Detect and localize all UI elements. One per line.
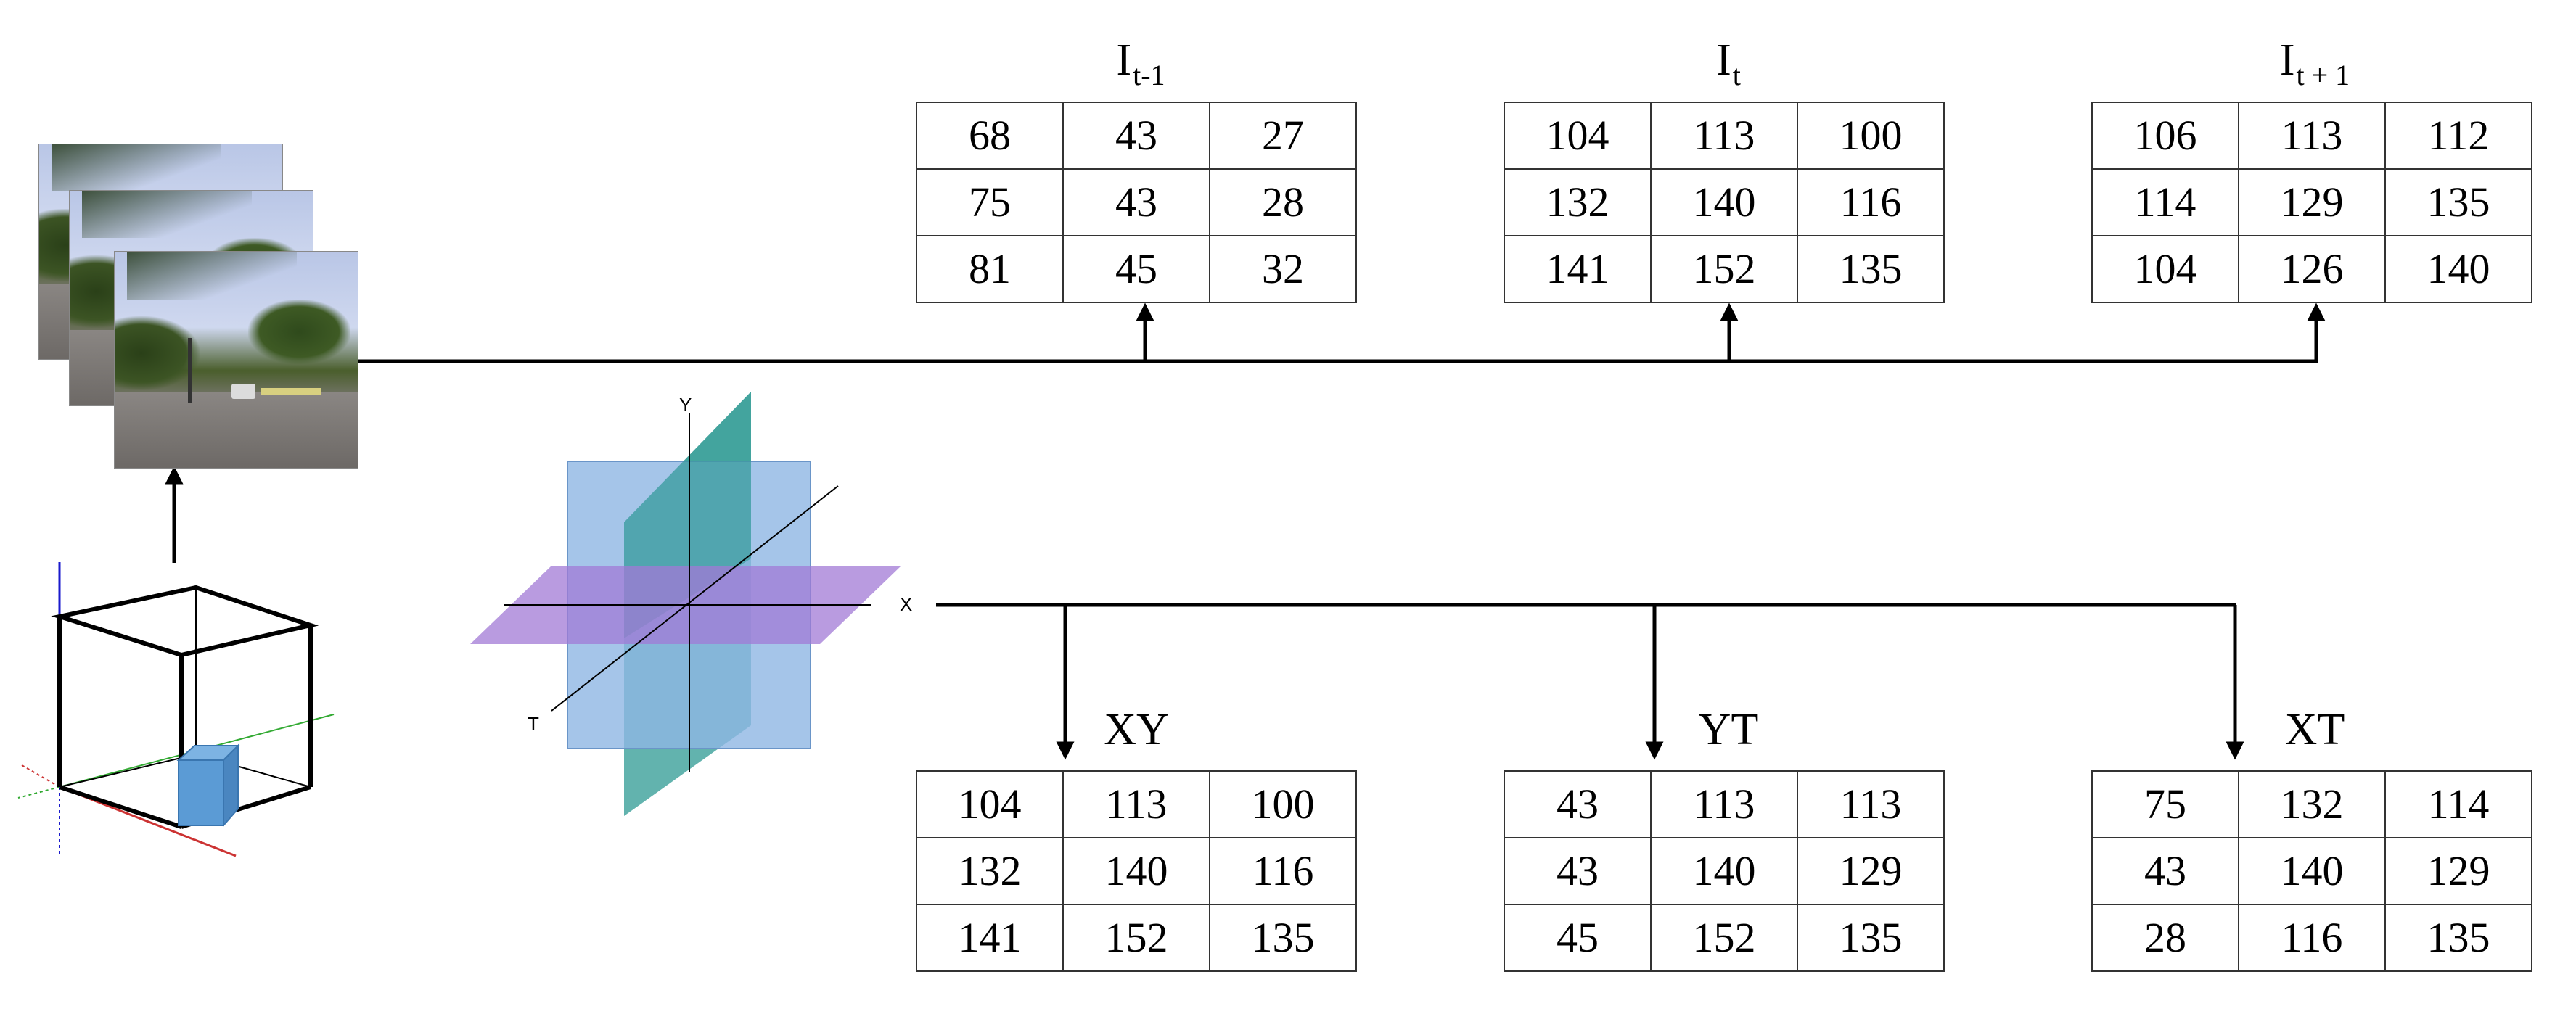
table-cell: 135 xyxy=(2384,904,2532,972)
table-cell: 28 xyxy=(1209,168,1357,236)
table-cell: 129 xyxy=(1797,837,1945,905)
table-cell: 140 xyxy=(2384,235,2532,303)
table-cell: 43 xyxy=(1062,102,1210,170)
table-cell: 100 xyxy=(1797,102,1945,170)
label-xy: XY xyxy=(1104,705,1169,754)
table-cell: 113 xyxy=(1650,102,1798,170)
table-cell: 152 xyxy=(1062,904,1210,972)
table-cell: 43 xyxy=(2091,837,2239,905)
label-yt: YT xyxy=(1698,705,1759,754)
table-cell: 114 xyxy=(2384,770,2532,838)
table-cell: 129 xyxy=(2384,837,2532,905)
table-cell: 45 xyxy=(1062,235,1210,303)
small-block xyxy=(176,743,240,828)
orthogonal-planes xyxy=(470,392,901,816)
table-cell: 116 xyxy=(1797,168,1945,236)
table-cell: 43 xyxy=(1504,770,1652,838)
table-cell: 68 xyxy=(916,102,1064,170)
table-cell: 132 xyxy=(1504,168,1652,236)
table-cell: 43 xyxy=(1062,168,1210,236)
table-cell: 113 xyxy=(1650,770,1798,838)
table-cell: 152 xyxy=(1650,904,1798,972)
video-volume-cube xyxy=(17,562,335,857)
table-cell: 114 xyxy=(2091,168,2239,236)
table-cell: 116 xyxy=(2238,904,2386,972)
table-cell: 140 xyxy=(1650,837,1798,905)
table-cell: 106 xyxy=(2091,102,2239,170)
table-cell: 45 xyxy=(1504,904,1652,972)
table-cell: 113 xyxy=(1062,770,1210,838)
table-cell: 112 xyxy=(2384,102,2532,170)
axis-label-y: Y xyxy=(679,394,692,416)
table-cell: 28 xyxy=(2091,904,2239,972)
table-cell: 135 xyxy=(2384,168,2532,236)
label-it-plus-1: It + 1 xyxy=(2279,36,2350,91)
table-cell: 81 xyxy=(916,235,1064,303)
label-xt: XT xyxy=(2284,705,2345,754)
label-it: It xyxy=(1716,36,1741,91)
table-cell: 140 xyxy=(2238,837,2386,905)
axis-label-x: X xyxy=(900,593,913,615)
table-cell: 32 xyxy=(1209,235,1357,303)
table-cell: 104 xyxy=(1504,102,1652,170)
table-cell: 140 xyxy=(1062,837,1210,905)
table-cell: 104 xyxy=(916,770,1064,838)
table-cell: 104 xyxy=(2091,235,2239,303)
table-cell: 135 xyxy=(1797,235,1945,303)
table-cell: 135 xyxy=(1797,904,1945,972)
table-cell: 126 xyxy=(2238,235,2386,303)
table-cell: 152 xyxy=(1650,235,1798,303)
table-cell: 129 xyxy=(2238,168,2386,236)
table-cell: 75 xyxy=(916,168,1064,236)
video-frame-front xyxy=(114,251,358,469)
table-cell: 135 xyxy=(1209,904,1357,972)
axis-label-t: T xyxy=(528,713,539,735)
table-cell: 140 xyxy=(1650,168,1798,236)
table-cell: 75 xyxy=(2091,770,2239,838)
table-cell: 27 xyxy=(1209,102,1357,170)
table-cell: 141 xyxy=(1504,235,1652,303)
table-cell: 116 xyxy=(1209,837,1357,905)
label-it-minus-1: It-1 xyxy=(1116,36,1165,91)
table-cell: 113 xyxy=(1797,770,1945,838)
table-cell: 43 xyxy=(1504,837,1652,905)
table-cell: 141 xyxy=(916,904,1064,972)
table-cell: 132 xyxy=(916,837,1064,905)
table-cell: 132 xyxy=(2238,770,2386,838)
table-cell: 113 xyxy=(2238,102,2386,170)
table-cell: 100 xyxy=(1209,770,1357,838)
